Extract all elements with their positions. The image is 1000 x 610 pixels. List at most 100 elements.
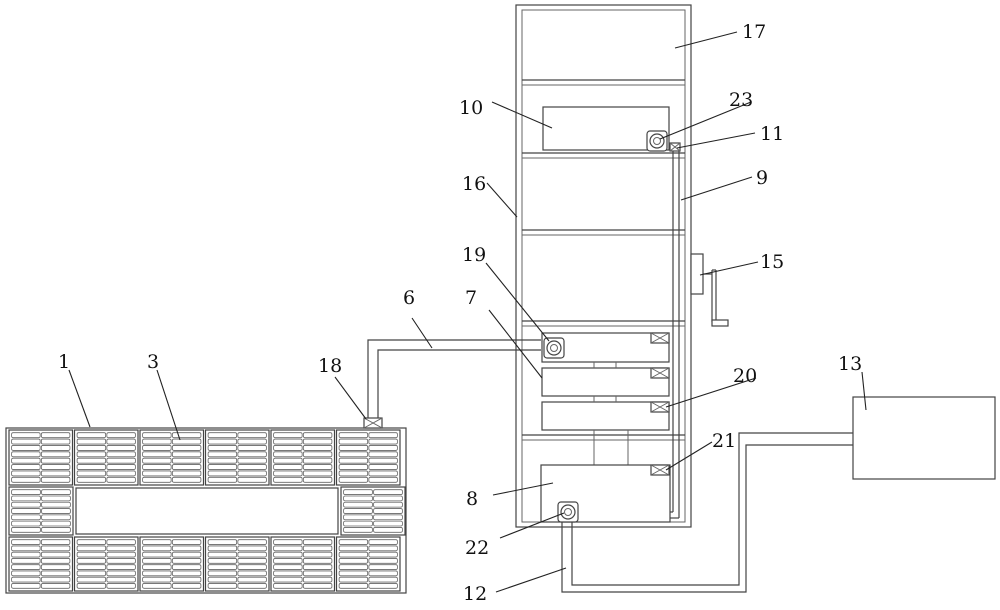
label-21: 21 bbox=[712, 430, 736, 452]
panel-cell bbox=[142, 451, 172, 458]
panel-cell bbox=[41, 495, 71, 502]
panel-cell bbox=[106, 545, 136, 552]
panel-module bbox=[204, 536, 270, 592]
valve-upper-tray-icon bbox=[650, 332, 670, 344]
panel-cell bbox=[142, 564, 172, 570]
panel-cell bbox=[338, 539, 369, 545]
panel-cell bbox=[237, 576, 267, 583]
panel-cell bbox=[207, 464, 238, 470]
panel-cell bbox=[76, 445, 107, 451]
panel-cell bbox=[142, 470, 172, 477]
panel-cell bbox=[40, 576, 71, 583]
panel-cell bbox=[142, 551, 172, 558]
panel-cell bbox=[106, 457, 136, 464]
panel-cell bbox=[207, 470, 238, 477]
panel-cell bbox=[343, 501, 373, 508]
panel-cell bbox=[273, 576, 303, 583]
panel-cell bbox=[207, 476, 238, 483]
panel-cell bbox=[106, 470, 136, 477]
panel-cell bbox=[11, 576, 41, 583]
panel-cell bbox=[343, 489, 373, 495]
panel-cell bbox=[106, 539, 136, 545]
label-19: 19 bbox=[462, 244, 486, 266]
panel-cell bbox=[273, 583, 303, 589]
panel-cell bbox=[40, 432, 71, 439]
valve-20-icon bbox=[650, 401, 670, 413]
panel-cell bbox=[142, 545, 172, 552]
panel-cell bbox=[142, 432, 172, 439]
panel-cell bbox=[237, 464, 267, 470]
panel-cell bbox=[302, 445, 333, 451]
panel-cell bbox=[106, 445, 136, 451]
panel-cell bbox=[40, 476, 71, 483]
panel-cell bbox=[142, 445, 172, 451]
panel-cell bbox=[338, 558, 369, 564]
panel-cell bbox=[106, 432, 136, 439]
panel-cell bbox=[338, 570, 369, 577]
panel-cell bbox=[237, 545, 267, 552]
leader-lines bbox=[68, 31, 867, 593]
tower-cabinet bbox=[515, 4, 692, 528]
panel-cell bbox=[11, 438, 41, 445]
label-22: 22 bbox=[465, 537, 489, 559]
panel-cell bbox=[302, 545, 333, 552]
panel-cell bbox=[237, 438, 267, 445]
panel-cell bbox=[338, 445, 369, 451]
panel-cell bbox=[207, 570, 238, 577]
panel-cell bbox=[171, 545, 202, 552]
panel-cell bbox=[171, 451, 202, 458]
panel-cell bbox=[368, 570, 398, 577]
panel-cell bbox=[237, 558, 267, 564]
tank-13 bbox=[852, 396, 996, 480]
panel-cell bbox=[106, 464, 136, 470]
label-6: 6 bbox=[403, 287, 415, 309]
panel-cell bbox=[171, 539, 202, 545]
panel-cell bbox=[76, 457, 107, 464]
label-17: 17 bbox=[742, 21, 766, 43]
panel-cell bbox=[207, 539, 238, 545]
panel-cell bbox=[11, 470, 41, 477]
panel-modules bbox=[8, 429, 406, 592]
callout-labels: 1 3 6 7 8 9 10 11 12 13 15 16 17 18 19 2… bbox=[58, 21, 862, 605]
panel-cell bbox=[40, 470, 71, 477]
panel-cell bbox=[142, 457, 172, 464]
panel-cell bbox=[41, 489, 71, 495]
panel-cell bbox=[40, 457, 71, 464]
panel-cell bbox=[40, 445, 71, 451]
panel-cell bbox=[41, 514, 71, 521]
panel-cell bbox=[338, 451, 369, 458]
label-1: 1 bbox=[58, 351, 70, 373]
valve-18-icon bbox=[363, 417, 383, 429]
panel-cell bbox=[106, 558, 136, 564]
panel-cell bbox=[273, 438, 303, 445]
panel-cell bbox=[76, 545, 107, 552]
panel-cell bbox=[171, 576, 202, 583]
panel-cell bbox=[106, 564, 136, 570]
label-18: 18 bbox=[318, 355, 342, 377]
pump-icons bbox=[543, 130, 668, 523]
tower-outer bbox=[515, 4, 692, 528]
panel-cell bbox=[40, 564, 71, 570]
panel-cell bbox=[207, 432, 238, 439]
panel-cell bbox=[237, 476, 267, 483]
panel-cell bbox=[338, 432, 369, 439]
pump-22-icon bbox=[557, 501, 579, 523]
panel-cell bbox=[11, 545, 41, 552]
panel-cell bbox=[368, 551, 398, 558]
panel-cell bbox=[40, 570, 71, 577]
panel-cell bbox=[273, 564, 303, 570]
solar-panel-array bbox=[5, 427, 407, 594]
panel-cell bbox=[302, 476, 333, 483]
panel-module bbox=[73, 429, 139, 486]
label-12: 12 bbox=[463, 583, 487, 605]
panel-cell bbox=[368, 583, 398, 589]
panel-cell bbox=[171, 432, 202, 439]
panel-cell bbox=[338, 476, 369, 483]
panel-cell bbox=[40, 539, 71, 545]
panel-cell bbox=[11, 501, 41, 508]
panel-cell bbox=[302, 451, 333, 458]
panel-cell bbox=[343, 495, 373, 502]
panel-cell bbox=[11, 432, 41, 439]
panel-cell bbox=[273, 476, 303, 483]
